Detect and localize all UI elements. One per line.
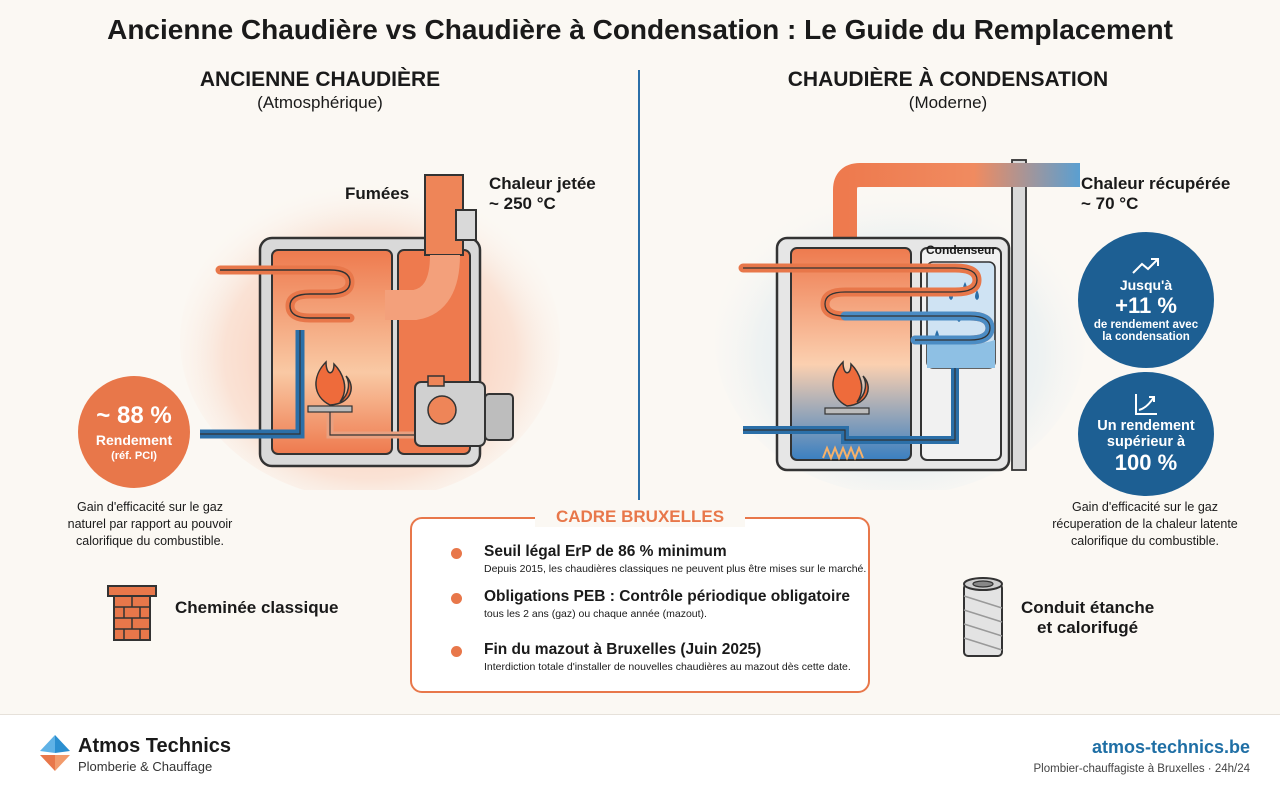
badge1-line1: Jusqu'à [1119,277,1173,293]
right-caption-line1: Gain d'efficacité sur le gaz [1072,500,1218,514]
right-caption-line3: calorifique du combustible. [1071,534,1219,548]
right-caption: Gain d'efficacité sur le gaz récuperatio… [1025,499,1265,550]
trend-up-icon [1132,258,1159,274]
cadre-item-title: Seuil légal ErP de 86 % minimum [484,543,727,560]
chimney-label: Cheminée classique [175,598,339,617]
cadre-item-text: tous les 2 ans (gaz) ou chaque année (ma… [484,608,707,620]
cadre-item-peb: Obligations PEB : Contrôle périodique ob… [451,588,850,620]
left-caption-line2: naturel par rapport au pouvoir [67,517,233,531]
footer: Atmos Technics Plomberie & Chauffage atm… [0,714,1280,793]
right-heat-label-line1: Chaleur récupérée [1081,174,1231,193]
yield-label: Rendement [95,432,173,448]
left-heat-label-line1: Chaleur jetée [489,174,596,193]
center-divider [638,70,640,500]
bullet-dot [451,593,462,604]
left-heat-label-line2: ~ 250 °C [489,194,556,213]
badge1-value: +11 % [1115,293,1177,318]
cadre-item-text: Interdiction totale d'installer de nouve… [484,661,851,673]
left-caption: Gain d'efficacité sur le gaz naturel par… [30,499,270,550]
right-heading: CHAUDIÈRE À CONDENSATION [787,68,1109,91]
left-heading: ANCIENNE CHAUDIÈRE [199,68,441,91]
insulated-duct-icon [963,577,1003,657]
badge1-line3: la condensation [1102,331,1190,343]
duct-label-line1: Conduit étanche [1021,598,1155,617]
left-caption-line1: Gain d'efficacité sur le gaz [77,500,223,514]
cadre-item-erp: Seuil légal ErP de 86 % minimum Depuis 2… [451,543,867,575]
cadre-bruxelles-box: Seuil légal ErP de 86 % minimum Depuis 2… [410,517,870,693]
left-subheading: (Atmosphérique) [257,93,383,112]
old-boiler-illustration [180,174,560,490]
cadre-item-mazout: Fin du mazout à Bruxelles (Juin 2025) In… [451,641,851,673]
right-subheading: (Moderne) [908,93,988,112]
efficiency-100-badge: Un rendement supérieur à 100 % [1078,372,1214,496]
website-link[interactable]: atmos-technics.be [1091,737,1250,757]
brand-name: Atmos Technics [78,735,231,757]
right-caption-line2: récuperation de la chaleur latente [1052,517,1238,531]
cadre-item-text: Depuis 2015, les chaudières classiques n… [484,563,867,575]
cadre-title: CADRE BRUXELLES [535,507,745,527]
cadre-item-title: Obligations PEB : Contrôle périodique ob… [484,588,850,605]
left-caption-line3: calorifique du combustible. [76,534,224,548]
badge2-value: 100 % [1114,450,1178,475]
yield-circle: ~ 88 % Rendement (réf. PCI) [78,376,190,488]
right-heat-label-line2: ~ 70 °C [1081,194,1139,213]
yield-value: ~ 88 % [96,402,172,429]
yield-ref: (réf. PCI) [111,450,157,462]
badge2-line1: Un rendement [1097,418,1195,434]
fumes-label: Fumées [345,184,410,203]
chart-growth-icon [1135,394,1157,415]
duct-label-line2: et calorifugé [1037,618,1139,637]
service-text: Plombier-chauffagiste à Bruxelles · 24h/… [1033,763,1251,775]
condensing-boiler-illustration [715,159,1085,490]
bullet-dot [451,548,462,559]
badge2-line2: supérieur à [1106,434,1186,450]
badge1-line2: de rendement avec [1093,319,1199,331]
efficiency-gain-badge: Jusqu'à +11 % de rendement avec la conde… [1078,232,1214,368]
cadre-item-title: Fin du mazout à Bruxelles (Juin 2025) [484,641,762,658]
brand-tagline: Plomberie & Chauffage [78,759,213,774]
page-title: Ancienne Chaudière vs Chaudière à Conden… [107,14,1173,45]
bullet-dot [451,646,462,657]
atmos-logo-icon [40,735,70,771]
brick-chimney-icon [107,585,157,641]
condenser-label: Condenseur [926,243,997,257]
